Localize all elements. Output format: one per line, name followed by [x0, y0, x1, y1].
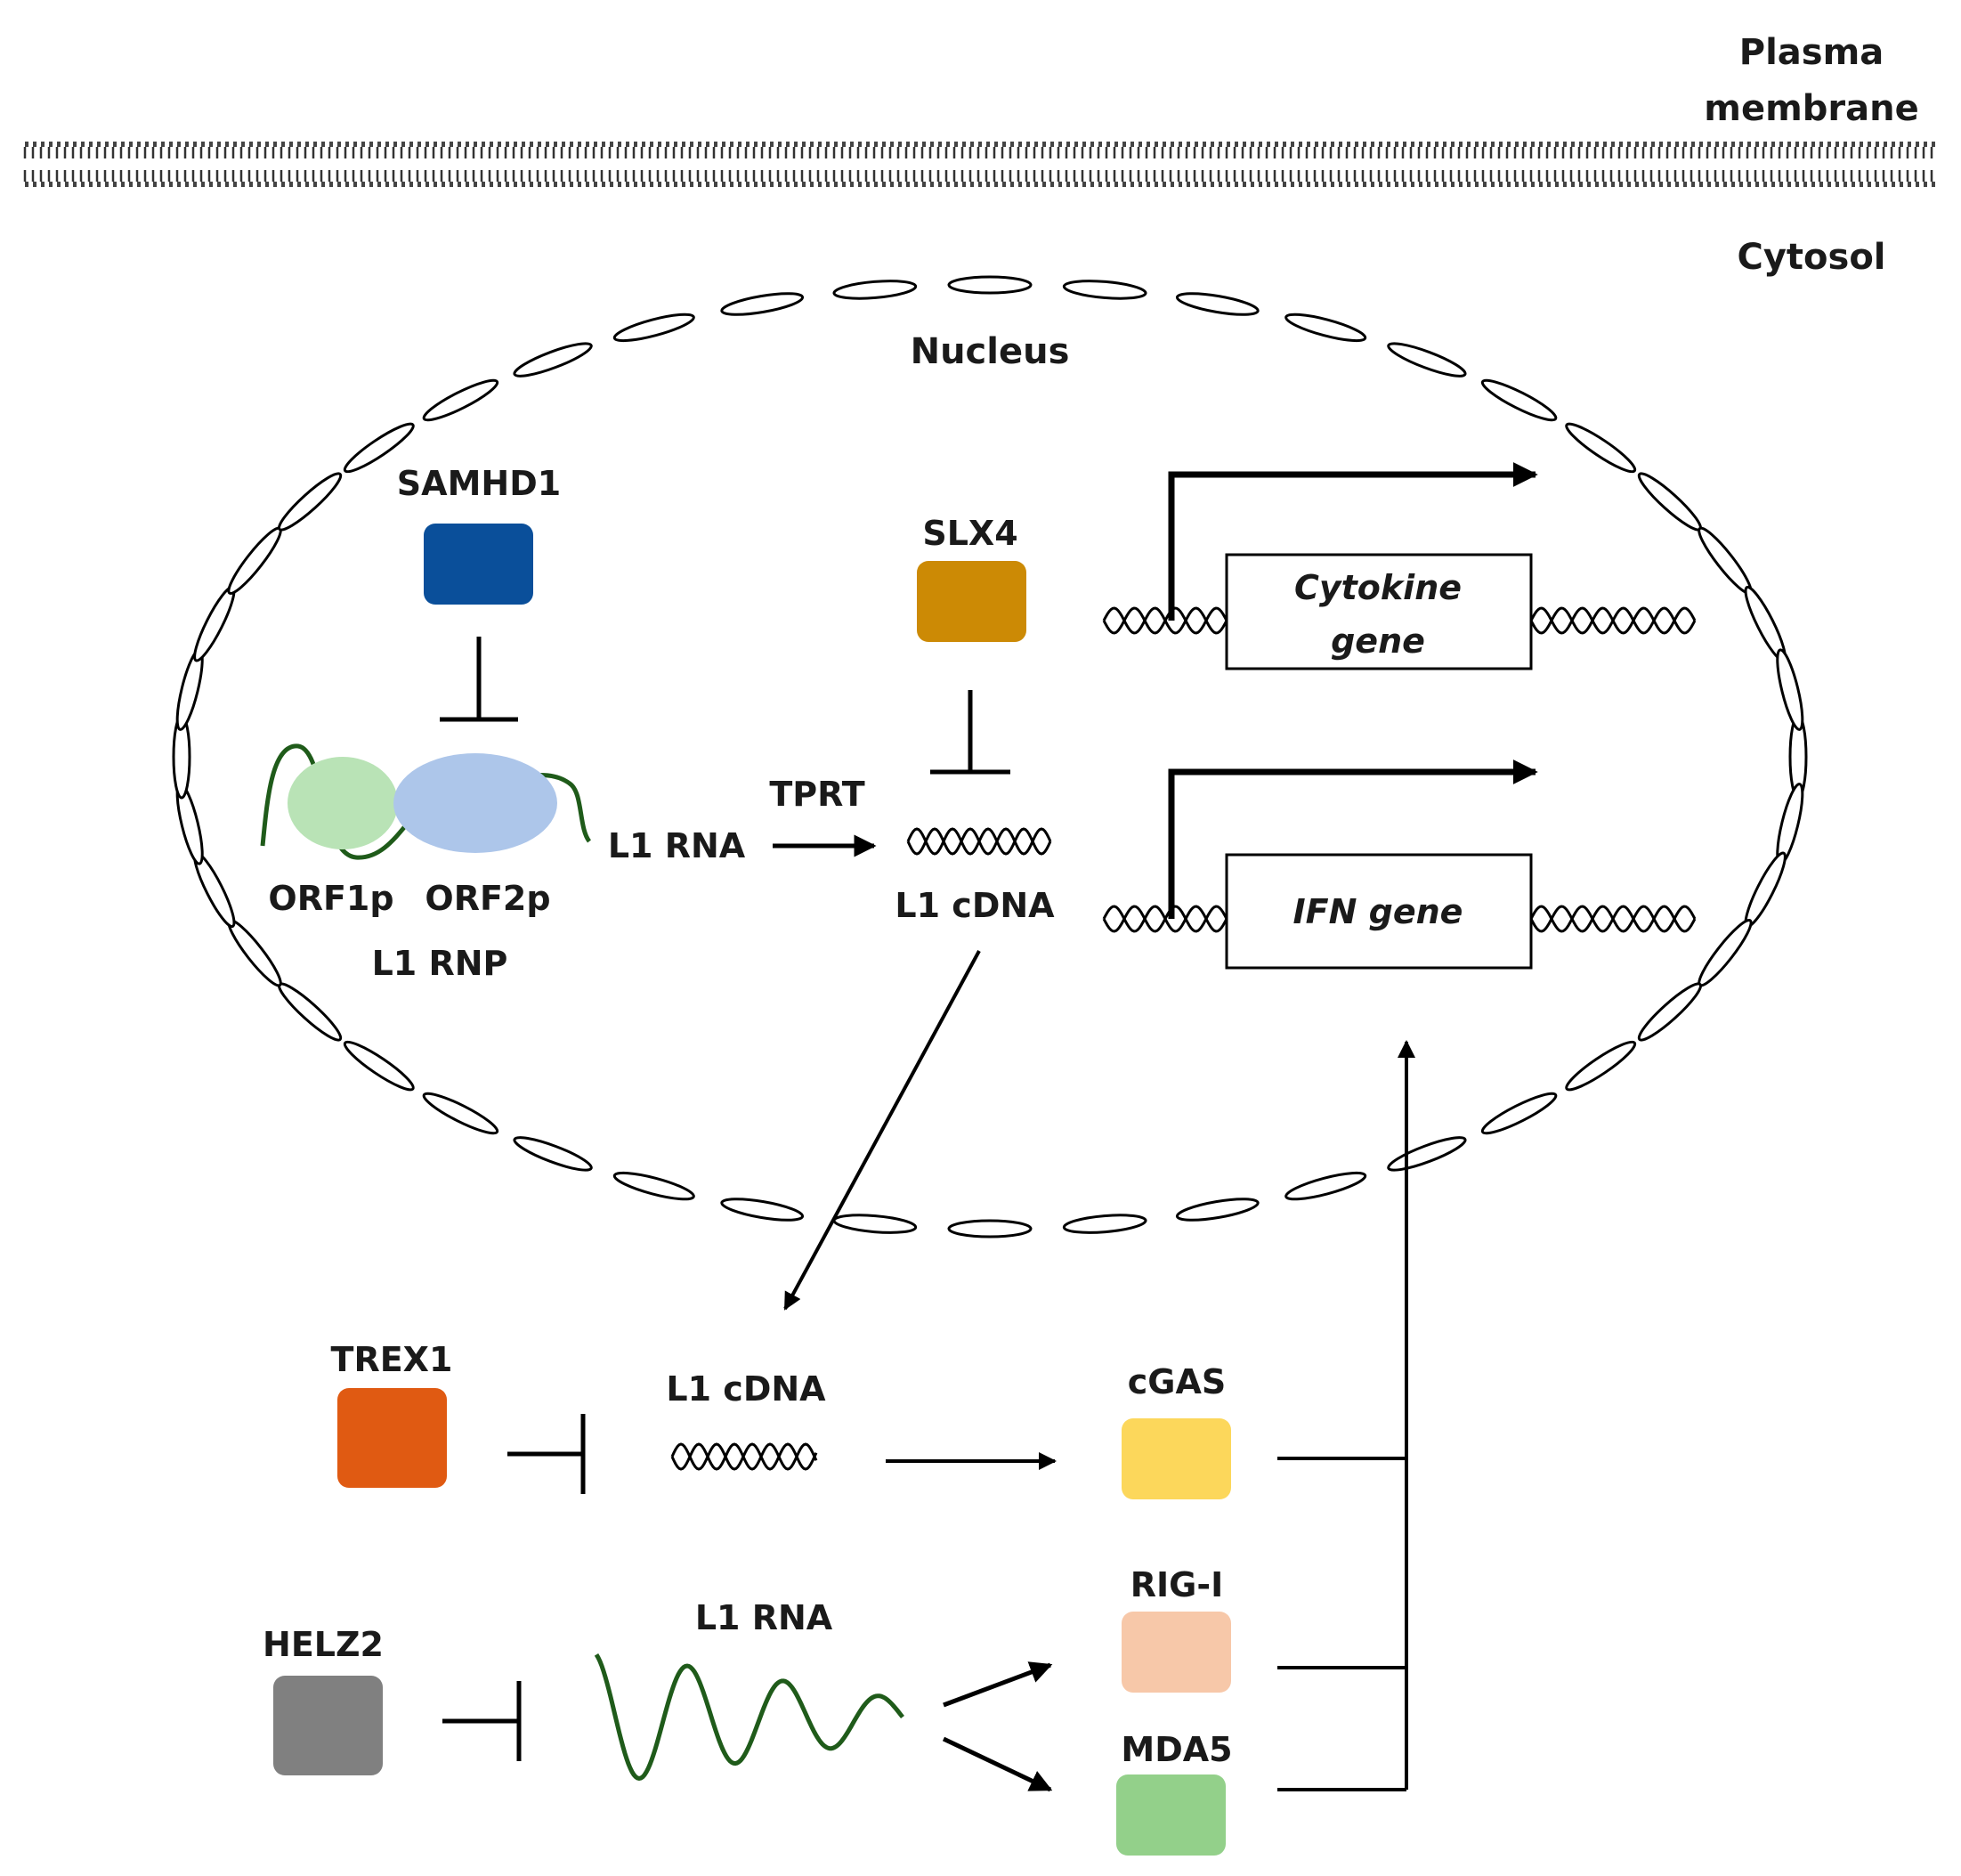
- cgas-label: cGAS: [1128, 1362, 1227, 1401]
- nuclear-pore-segment: [1387, 1136, 1467, 1172]
- nuclear-pore-segment: [1565, 1040, 1637, 1092]
- nuclear-pore-segment: [513, 1136, 593, 1172]
- samhd1-inhibition: [440, 637, 518, 722]
- nuclear-pore-segment: [832, 1214, 918, 1234]
- ifn-gene-dna-right: [1529, 905, 1697, 933]
- helz2-protein: [273, 1676, 383, 1775]
- trex1-protein: [337, 1388, 447, 1488]
- nuclear-pore-segment: [227, 526, 282, 595]
- nuclear-pore-segment: [513, 342, 593, 378]
- ifn-gene-label: IFN gene: [1293, 892, 1463, 931]
- rig-i-label: RIG-I: [1130, 1565, 1224, 1604]
- nuclear-pore-segment: [1175, 1198, 1260, 1222]
- nuclear-pore-segment: [1175, 292, 1260, 316]
- helz2-label: HELZ2: [263, 1625, 384, 1664]
- l1-cdna-nuclear-helix: [906, 827, 1052, 856]
- trex1-label: TREX1: [331, 1340, 453, 1379]
- nuclear-pore-segment: [612, 1171, 695, 1201]
- l1-rnp: [260, 743, 592, 860]
- nuclear-pore-segment: [1062, 280, 1147, 300]
- nuclear-pore-segment: [947, 275, 1033, 295]
- trex1-inhibition: [507, 1414, 586, 1494]
- dna-strand-b: [670, 1442, 818, 1471]
- nuclear-pore-segment: [1565, 422, 1637, 474]
- cytosol-label: Cytosol: [1737, 237, 1885, 278]
- nuclear-pore-segment: [1776, 783, 1804, 865]
- tprt-label: TPRT: [769, 775, 864, 814]
- nuclear-pore-segment: [277, 982, 343, 1042]
- slx4-protein: [917, 561, 1026, 642]
- cytokine-gene-label-line1: Cytokine: [1294, 568, 1462, 607]
- membrane-lipid-tails: [23, 147, 1933, 182]
- ifn-gene-dna-left: [1102, 905, 1228, 933]
- dna-strand-b: [1102, 606, 1228, 635]
- nuclear-pore-segment: [1637, 982, 1703, 1042]
- dna-strand-b: [1529, 905, 1697, 933]
- nuclear-pore-segment: [612, 313, 695, 343]
- rna-to-mda5-arrow: [942, 1736, 1053, 1792]
- nuclear-pore-segment: [343, 1040, 415, 1092]
- l1-rna-cytosol-strand: [594, 1653, 904, 1781]
- orf1p-protein: [288, 757, 398, 849]
- dna-strand-a: [670, 1442, 818, 1471]
- l1-rnp-rna-strand: [260, 743, 592, 860]
- nuclear-pore-segment: [832, 280, 918, 300]
- l1-cdna-nuclear-label: L1 cDNA: [895, 886, 1055, 925]
- ifn-transcription-arrow: [1168, 759, 1538, 919]
- l1-rnp-label: L1 RNP: [372, 944, 508, 983]
- cytokine-gene-box: [1225, 553, 1533, 670]
- sensor-signaling-path: [1277, 1040, 1415, 1791]
- rig-i-protein: [1122, 1612, 1231, 1693]
- nuclear-pore-segment: [1062, 1214, 1147, 1234]
- nuclear-pore-segment: [1480, 1092, 1558, 1135]
- nuclear-pore-segment: [1284, 1171, 1367, 1201]
- nuclear-pore-segment: [1284, 313, 1367, 343]
- ifn-gene-box: [1225, 853, 1533, 970]
- nuclear-pore-segment: [1480, 378, 1558, 422]
- cytokine-gene-dna-left: [1102, 606, 1228, 635]
- nuclear-pore-segment: [277, 472, 343, 532]
- l1-cdna-cytosol-helix: [670, 1442, 818, 1471]
- samhd1-protein: [424, 524, 533, 605]
- rna-to-rig-i-arrow: [943, 1661, 1053, 1708]
- dna-strand-b: [1529, 606, 1697, 635]
- slx4-inhibition: [930, 690, 1010, 775]
- nuclear-pore-segment: [422, 378, 499, 422]
- nuclear-pore-segment: [175, 648, 204, 731]
- cytokine-gene-label-line2: gene: [1331, 621, 1425, 661]
- mda5-label: MDA5: [1121, 1730, 1232, 1769]
- nuclear-pore-segment: [720, 1198, 805, 1222]
- dna-strand-b: [1102, 905, 1228, 933]
- nuclear-envelope: [172, 275, 1808, 1238]
- cgas-protein: [1122, 1418, 1231, 1499]
- l1-rna-cytosol-label: L1 RNA: [695, 1598, 833, 1637]
- orf2p-protein: [393, 753, 557, 853]
- l1-cdna-export-arrow: [783, 950, 981, 1311]
- cytokine-transcription-arrow: [1168, 462, 1538, 621]
- nuclear-pore-segment: [193, 585, 236, 662]
- helz2-inhibition: [442, 1681, 522, 1761]
- nuclear-pore-segment: [1776, 648, 1804, 731]
- nuclear-pore-segment: [1744, 851, 1787, 929]
- l1-rna-nuclear-label: L1 RNA: [608, 826, 746, 865]
- dna-strand-b: [906, 827, 1052, 856]
- samhd1-label: SAMHD1: [397, 464, 561, 503]
- l1-cdna-cytosol-label: L1 cDNA: [666, 1369, 826, 1409]
- nuclear-pore-segment: [1387, 342, 1467, 378]
- slx4-label: SLX4: [922, 514, 1017, 553]
- plasma-membrane: [23, 142, 1936, 187]
- orf1p-label: ORF1p: [268, 879, 393, 918]
- orf2p-label: ORF2p: [425, 879, 550, 918]
- plasma-membrane-label-line2: membrane: [1704, 88, 1918, 129]
- nuclear-pore-segment: [422, 1092, 499, 1135]
- nuclear-pore-segment: [720, 292, 805, 316]
- nuclear-pore-segment: [1637, 472, 1703, 532]
- nuclear-pore-segment: [947, 1219, 1033, 1238]
- nuclear-pore-segment: [1698, 919, 1753, 987]
- nuclear-pore-segment: [343, 422, 415, 474]
- plasma-membrane-label-line1: Plasma: [1739, 32, 1884, 73]
- mda5-protein: [1116, 1774, 1226, 1856]
- nucleus-label: Nucleus: [911, 331, 1070, 372]
- cytokine-gene-dna-right: [1529, 606, 1697, 635]
